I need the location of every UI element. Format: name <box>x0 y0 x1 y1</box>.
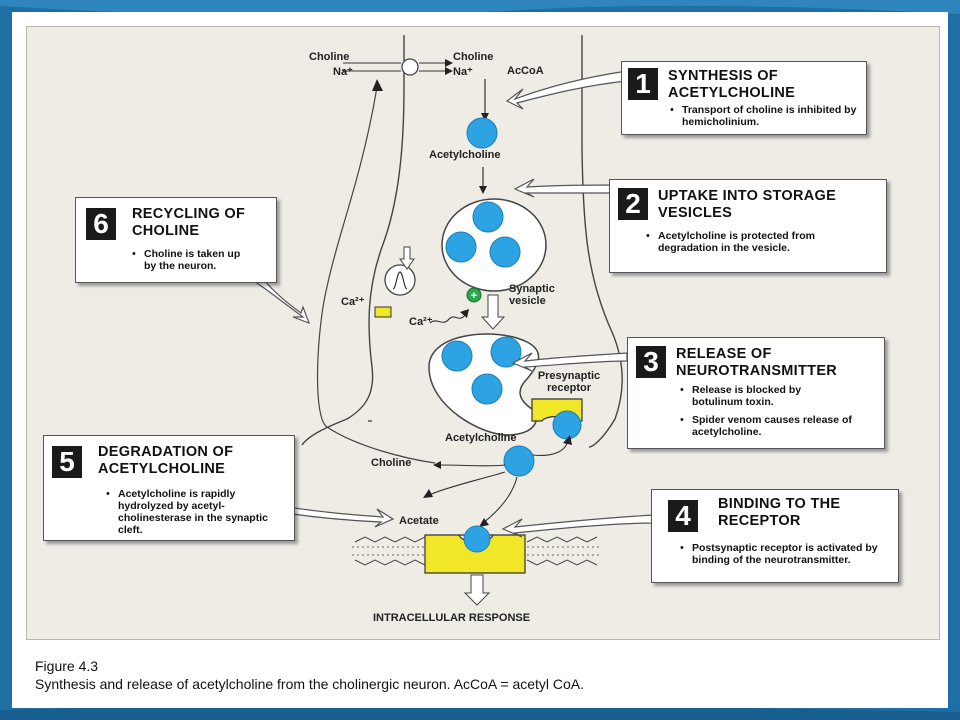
acetylcholine-molecule <box>466 117 498 149</box>
label-accoa: AcCoA <box>507 65 544 77</box>
box-text: Release is blocked by botulinum toxin. <box>692 384 802 408</box>
bullet: • <box>680 542 684 554</box>
label-acetate: Acetate <box>399 515 439 527</box>
info-box-degradation: 5 DEGRADATION OF ACETYLCHOLINE • Acetylc… <box>43 435 295 541</box>
response-arrow <box>463 574 491 606</box>
bullet: • <box>646 230 650 242</box>
info-box-binding: 4 BINDING TO THE RECEPTOR • Postsynaptic… <box>651 489 899 583</box>
info-box-uptake: 2 UPTAKE INTO STORAGE VESICLES • Acetylc… <box>609 179 887 273</box>
box-title: RECYCLING OF CHOLINE <box>132 206 246 239</box>
bound-acetylcholine <box>552 410 582 440</box>
label-choline-outside: Choline <box>309 51 350 63</box>
cholinergic-neuron-diagram: + <box>255 35 656 606</box>
recycling-pathway <box>316 86 436 464</box>
vesicle-acetylcholine <box>489 236 521 268</box>
info-box-release: 3 RELEASE OF NEUROTRANSMITTER • Release … <box>627 337 885 449</box>
cleft-acetylcholine <box>503 445 535 477</box>
box-title: BINDING TO THE RECEPTOR <box>718 496 841 529</box>
label-ca-inside: Ca²⁺ <box>409 316 433 328</box>
info-box-recycling: 6 RECYCLING OF CHOLINE • Choline is take… <box>75 197 277 283</box>
svg-text:+: + <box>471 290 477 302</box>
step-number: 1 <box>628 68 658 100</box>
bullet: • <box>680 414 684 426</box>
box-text: Postsynaptic receptor is activated by bi… <box>692 542 878 566</box>
choline-transporter <box>401 58 419 76</box>
label-na-inside: Na⁺ <box>453 66 473 78</box>
step-number: 4 <box>668 500 698 532</box>
label-na-outside: Na⁺ <box>333 66 353 78</box>
box-text: Spider venom causes release of acetylcho… <box>692 414 852 438</box>
box-title: SYNTHESIS OF ACETYLCHOLINE <box>668 68 796 101</box>
figure-caption-text: Synthesis and release of acetylcholine f… <box>35 676 585 692</box>
label-choline-cleft: Choline <box>371 457 412 469</box>
label-acetylcholine-top: Acetylcholine <box>429 149 501 161</box>
box-title: DEGRADATION OF ACETYLCHOLINE <box>98 444 234 477</box>
neuron-membrane-left <box>301 35 405 446</box>
bullet: • <box>670 104 674 116</box>
box-text: Transport of choline is inhibited by hem… <box>682 104 857 128</box>
step-number: 6 <box>86 208 116 240</box>
callout-arrows <box>255 70 656 538</box>
label-intracellular-response: INTRACELLULAR RESPONSE <box>373 612 531 624</box>
step-number: 2 <box>618 188 648 220</box>
label-synaptic-vesicle: Synaptic vesicle <box>509 283 555 307</box>
label-choline-inside: Choline <box>453 51 494 63</box>
plus-icon <box>466 287 482 303</box>
released-acetylcholine <box>471 373 503 405</box>
postsynaptic-receptor <box>424 534 526 574</box>
released-acetylcholine <box>441 340 473 372</box>
calcium-sensor <box>384 264 416 296</box>
neuron-membrane-right <box>581 35 623 448</box>
label-ca-outside: Ca²⁺ <box>341 296 365 308</box>
bullet: • <box>132 248 136 260</box>
released-acetylcholine <box>490 336 522 368</box>
box-text: Choline is taken up by the neuron. <box>144 248 241 272</box>
info-box-synthesis: 1 SYNTHESIS OF ACETYLCHOLINE • Transport… <box>621 61 867 135</box>
box-title: RELEASE OF NEUROTRANSMITTER <box>676 346 838 379</box>
figure-caption-title: Figure 4.3 <box>35 658 99 674</box>
box-text: Acetylcholine is rapidly hydrolyzed by a… <box>118 488 268 536</box>
label-presynaptic-receptor: Presynaptic receptor <box>537 370 601 394</box>
vesicle-acetylcholine <box>472 201 504 233</box>
vesicle-acetylcholine <box>445 231 477 263</box>
label-acetylcholine-cleft: Acetylcholine <box>445 432 517 444</box>
bullet: • <box>680 384 684 396</box>
step-number: 3 <box>636 346 666 378</box>
vesicle-movement-arrow <box>480 294 506 330</box>
box-text: Acetylcholine is protected from degradat… <box>658 230 815 254</box>
box-title: UPTAKE INTO STORAGE VESICLES <box>658 188 837 221</box>
step-number: 5 <box>52 446 82 478</box>
figure-panel: + <box>26 26 940 640</box>
calcium-channel <box>374 306 392 318</box>
bullet: • <box>106 488 110 500</box>
postsynaptic-membrane <box>352 536 599 566</box>
receptor-bound-acetylcholine <box>463 525 491 553</box>
